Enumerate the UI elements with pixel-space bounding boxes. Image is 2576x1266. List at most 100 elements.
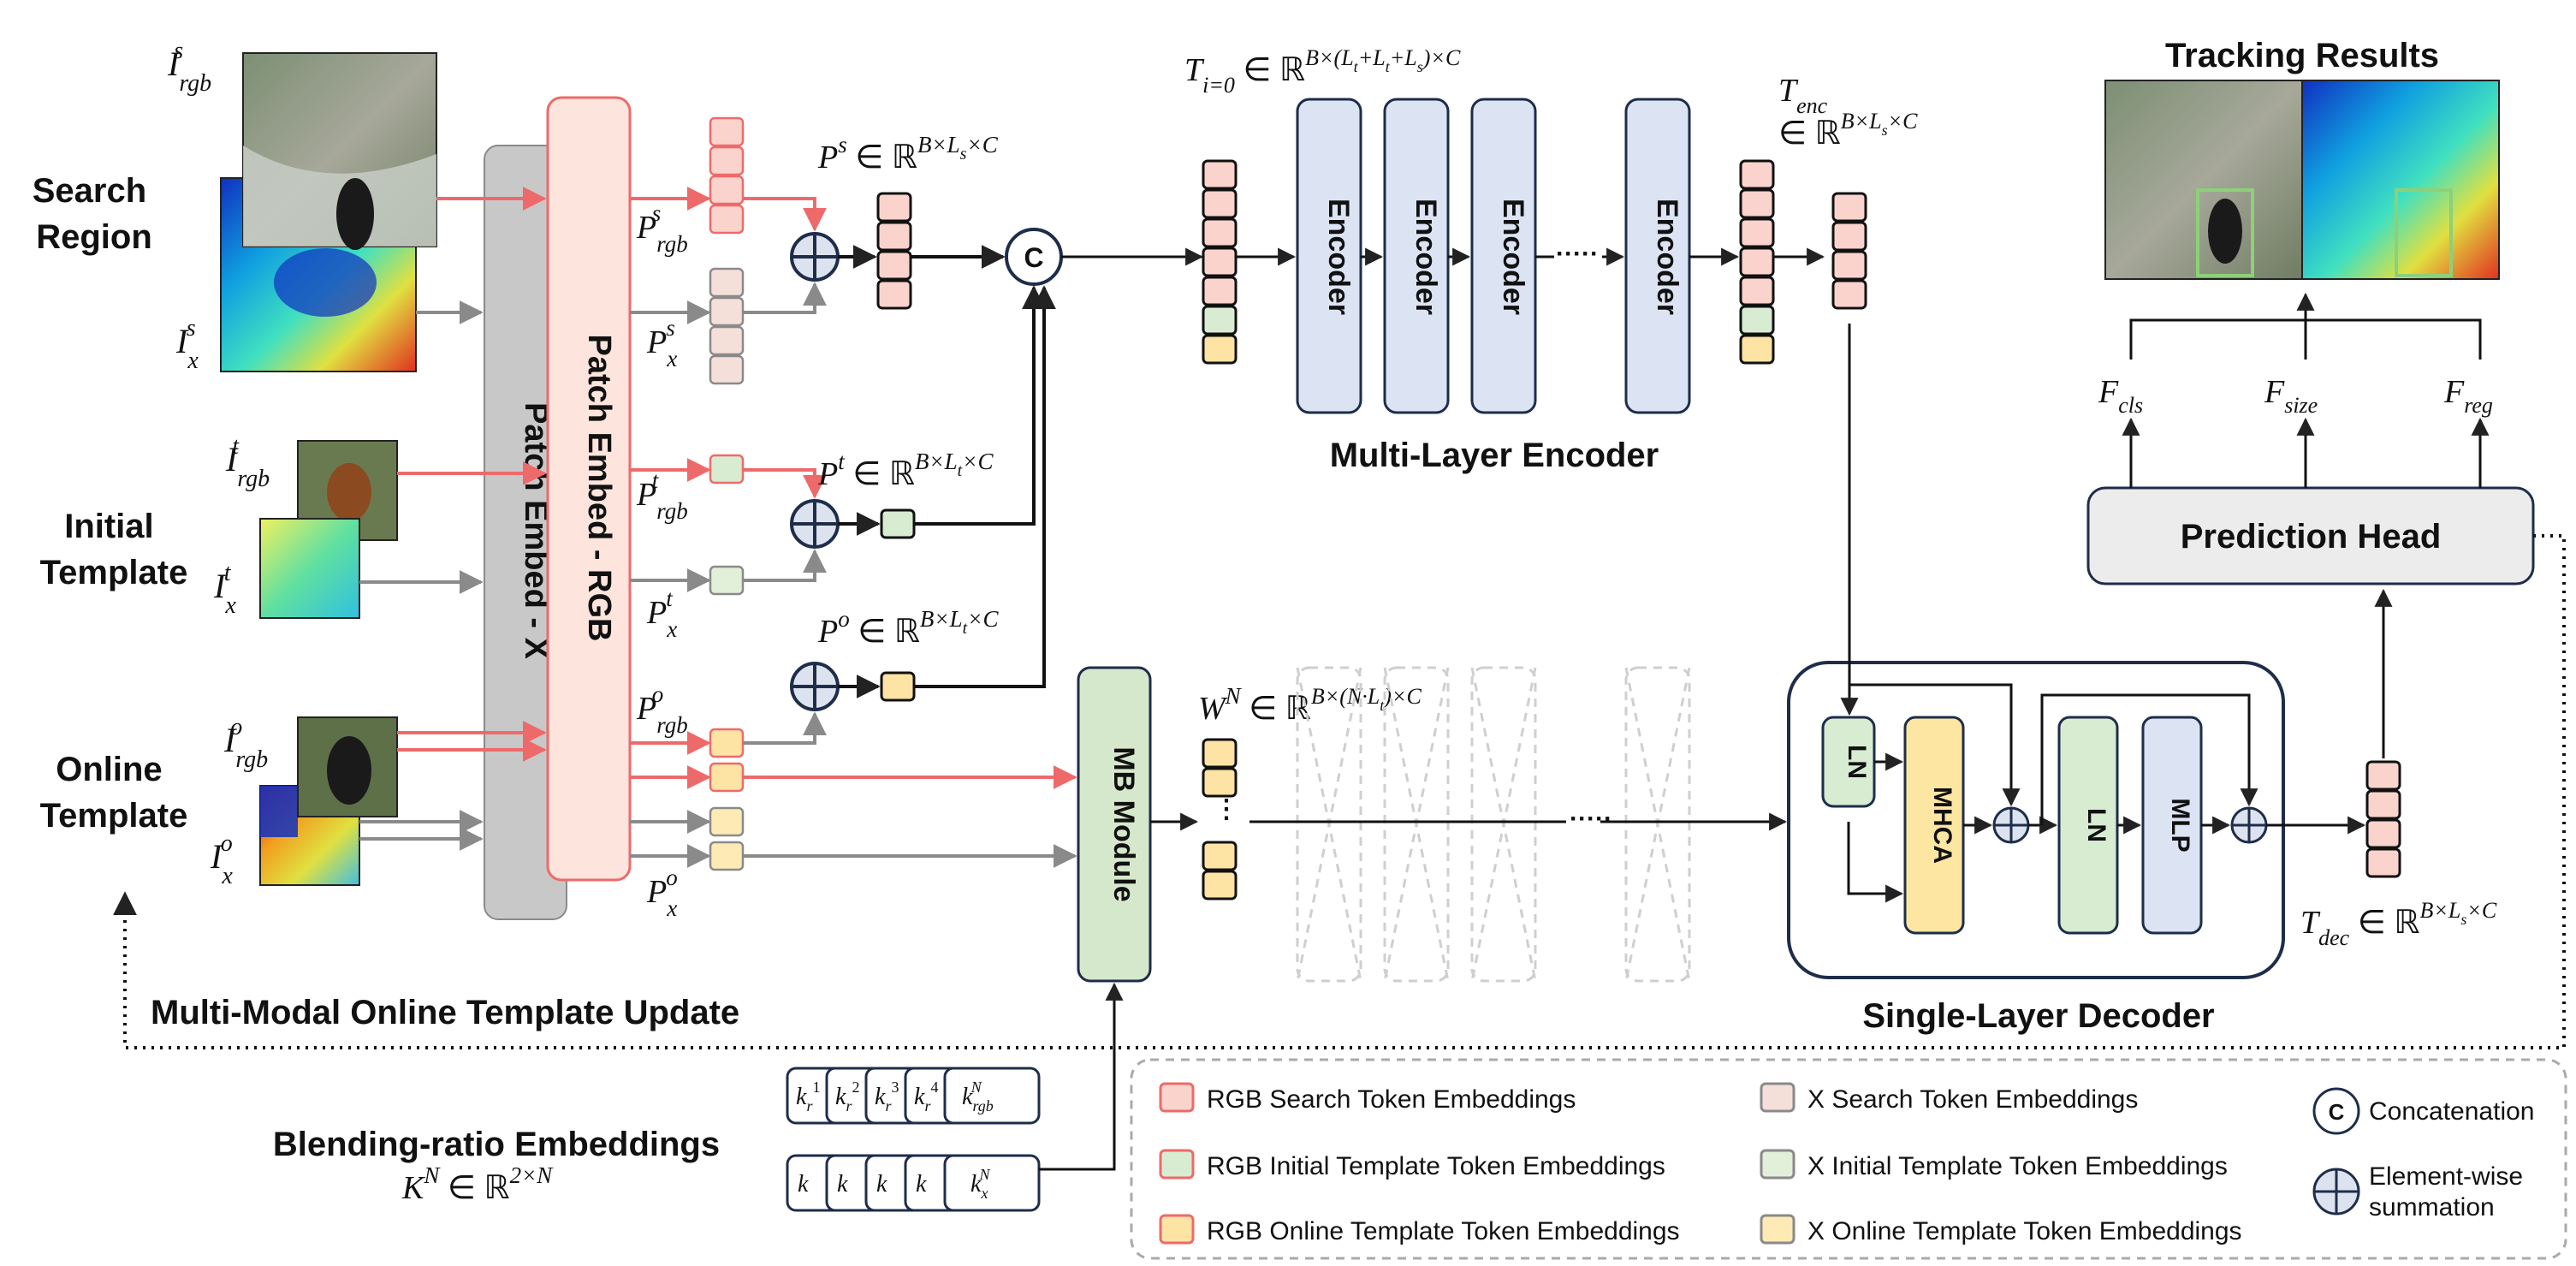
encoder-label-2: Encoder bbox=[1410, 199, 1442, 315]
decoder-title: Single-Layer Decoder bbox=[1862, 997, 2214, 1035]
svg-text:k: k bbox=[916, 1171, 927, 1198]
initial-x-image bbox=[259, 518, 360, 619]
initial-template-label: Initial Template bbox=[40, 508, 188, 591]
decoder-mlp-label: MLP bbox=[2166, 798, 2194, 852]
summation-node-initial bbox=[790, 499, 840, 549]
single-layer-decoder bbox=[1787, 661, 2285, 979]
svg-text:Concatenation: Concatenation bbox=[2369, 1097, 2534, 1126]
svg-text:k: k bbox=[876, 1171, 887, 1198]
legend-x-search: X Search Token Embeddings bbox=[1760, 1082, 2138, 1114]
patch-embed-rgb bbox=[546, 96, 632, 882]
label-p-x-t: Pxt bbox=[646, 585, 677, 642]
ghost-encoder-blocks bbox=[1296, 666, 1691, 983]
concatenation-node: C bbox=[1005, 228, 1063, 286]
token-stack-w-n bbox=[1202, 738, 1238, 900]
decoder-sum-2 bbox=[2230, 806, 2268, 844]
tracking-result-x-image bbox=[2301, 80, 2500, 280]
token-stack-p-search bbox=[876, 192, 912, 310]
label-p-x-s: Pxs bbox=[646, 315, 677, 371]
summation-node-search bbox=[790, 232, 840, 282]
label-t-enc: Tenc bbox=[1778, 73, 1828, 118]
blending-title: Blending-ratio Embeddings bbox=[273, 1126, 720, 1163]
svg-text:RGB Initial Template Token Emb: RGB Initial Template Token Embeddings bbox=[1207, 1152, 1665, 1180]
svg-text:C: C bbox=[2329, 1099, 2345, 1125]
blending-to-mb-arrow bbox=[1039, 982, 1124, 1171]
decoder-ln-2-label: LN bbox=[2082, 808, 2110, 842]
label-p-rgb-t: Prgbt bbox=[636, 467, 688, 524]
online-update-label: Multi-Modal Online Template Update bbox=[151, 994, 739, 1031]
legend-box bbox=[1130, 1058, 2567, 1260]
svg-text:C: C bbox=[1024, 242, 1043, 273]
encoder-label-4: Encoder bbox=[1651, 199, 1683, 315]
svg-text:RGB Online Template Token Embe: RGB Online Template Token Embeddings bbox=[1207, 1217, 1680, 1245]
patch-embed-rgb-label: Patch Embed - RGB bbox=[581, 335, 617, 642]
online-rgb-image bbox=[297, 716, 398, 817]
token-stack-t-dec bbox=[2365, 760, 2401, 878]
encoder-label-3: Encoder bbox=[1497, 199, 1529, 315]
label-p-rgb-o: Prgbo bbox=[636, 681, 688, 738]
blending-rgb-tokens bbox=[786, 1067, 1041, 1125]
label-p-x-o: Pxo bbox=[646, 865, 678, 921]
label-i-x-o: Ixo bbox=[210, 830, 233, 889]
svg-text:X Initial Template Token Embed: X Initial Template Token Embeddings bbox=[1807, 1152, 2228, 1180]
encoder-stack bbox=[1296, 98, 1691, 414]
decoder-ln-1-label: LN bbox=[1843, 745, 1871, 779]
label-i-rgb-s: Irgbs bbox=[167, 38, 211, 97]
token-stack-rgb-search bbox=[709, 116, 745, 235]
svg-text:kxN: kxN bbox=[970, 1166, 990, 1202]
token-rgb-initial bbox=[709, 454, 745, 484]
svg-text:k: k bbox=[837, 1171, 848, 1198]
label-t-dec: Tdec ∈ ℝB×Ls×C bbox=[2300, 898, 2497, 950]
summation-node-online bbox=[790, 662, 840, 711]
legend-summation: Element-wise summation bbox=[2312, 1162, 2530, 1221]
legend-rgb-search: RGB Search Token Embeddings bbox=[1159, 1082, 1576, 1114]
legend-rgb-online: RGB Online Template Token Embeddings bbox=[1159, 1214, 1680, 1245]
label-i-x-t: Ixt bbox=[213, 560, 236, 619]
token-stack-x-search bbox=[709, 267, 745, 385]
input-arrows bbox=[359, 187, 547, 851]
svg-text:X Online Template Token Embedd: X Online Template Token Embeddings bbox=[1807, 1217, 2242, 1245]
label-p-rgb-s: Prgbs bbox=[636, 200, 688, 257]
token-stack-t-enc bbox=[1831, 192, 1867, 310]
token-p-online bbox=[880, 671, 916, 702]
multi-layer-encoder-title: Multi-Layer Encoder bbox=[1330, 437, 1659, 474]
label-i-rgb-o: Irgbo bbox=[223, 714, 268, 773]
decoder-arrows bbox=[1840, 324, 2366, 903]
output-f-reg: Freg bbox=[2443, 374, 2493, 418]
legend-concatenation: C Concatenation bbox=[2312, 1087, 2534, 1135]
label-t-i0: Ti=0 ∈ ℝB×(Lt+Lt+Ls)×C bbox=[1184, 45, 1461, 98]
summation-input-arrows bbox=[743, 197, 827, 745]
ghost-ellipsis: ····· bbox=[1570, 805, 1612, 833]
label-p-s-dims: Ps ∈ ℝB×Ls×C bbox=[817, 132, 999, 175]
output-f-size: Fsize bbox=[2264, 374, 2318, 418]
concat-arrows bbox=[911, 245, 1204, 688]
token-stack-rgb-online bbox=[709, 728, 745, 793]
patch-output-arrows bbox=[630, 187, 711, 868]
pred-output-arrows bbox=[2122, 292, 2490, 488]
tracking-result-rgb-image bbox=[2104, 80, 2303, 280]
mb-input-arrows bbox=[743, 765, 1077, 868]
w-n-ellipsis: ⋮ bbox=[1214, 795, 1239, 823]
mb-module-label: MB Module bbox=[1107, 746, 1140, 901]
label-k-n: KN ∈ ℝ2×N bbox=[401, 1162, 554, 1206]
decoder-sum-1 bbox=[1992, 806, 2030, 844]
online-template-label: Online Template bbox=[40, 751, 188, 835]
sum-output-arrows bbox=[838, 245, 881, 698]
tracking-results-title: Tracking Results bbox=[2165, 37, 2439, 74]
prediction-head-label: Prediction Head bbox=[2181, 518, 2442, 556]
legend-rgb-initial: RGB Initial Template Token Embeddings bbox=[1159, 1149, 1665, 1180]
token-x-initial bbox=[709, 565, 745, 596]
token-stack-encoder-output bbox=[1739, 159, 1775, 365]
svg-text:X Search Token Embeddings: X Search Token Embeddings bbox=[1807, 1085, 2138, 1114]
search-region-label: Search Region bbox=[33, 172, 157, 256]
token-stack-encoder-input bbox=[1202, 159, 1238, 365]
svg-text:Element-wise summation: Element-wise summation bbox=[2369, 1162, 2530, 1221]
mb-module bbox=[1077, 666, 1152, 983]
legend-x-initial: X Initial Template Token Embeddings bbox=[1760, 1149, 2228, 1180]
token-p-initial bbox=[880, 508, 916, 539]
label-i-rgb-t: Irgbt bbox=[225, 433, 270, 492]
label-i-x-s: Ixs bbox=[175, 315, 199, 374]
output-f-cls: Fcls bbox=[2098, 374, 2143, 418]
encoder-label-1: Encoder bbox=[1322, 199, 1355, 315]
